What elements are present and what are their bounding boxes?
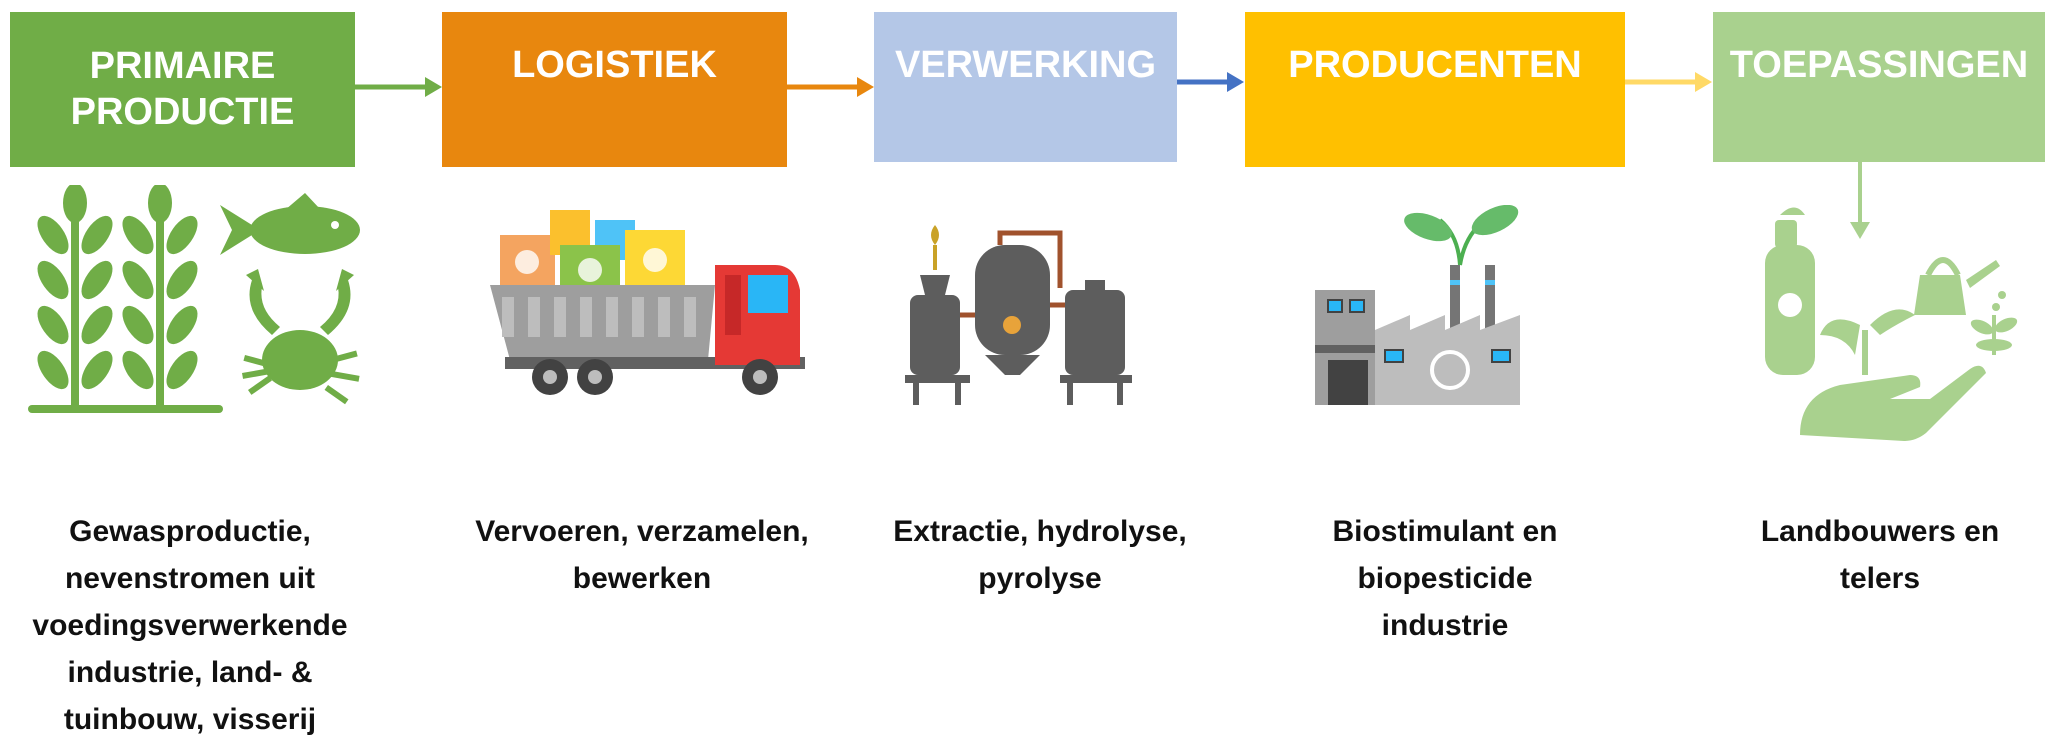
arrow-head: [1695, 72, 1712, 92]
processing-plant-icon: [905, 225, 1132, 405]
arrow-head: [1227, 72, 1244, 92]
recycle-bins-icon: [500, 210, 685, 295]
description-line: bewerken: [572, 562, 712, 595]
recycling-truck-icon: [490, 210, 805, 395]
arrow-producenten-to-toepassingen: [1625, 72, 1712, 92]
description-line: Extractie, hydrolyse,: [893, 515, 1187, 548]
arrow-down-toepassingen: [1850, 162, 1870, 239]
stage-title: VERWERKING: [895, 42, 1156, 90]
small-plant-icon: [1970, 315, 2018, 355]
watering-can-icon: [1914, 257, 2006, 315]
truck-dump-body: [490, 285, 715, 360]
description-line: Vervoeren, verzamelen,: [475, 515, 809, 548]
stage-description-verwerking: Extractie, hydrolyse, pyrolyse: [875, 508, 1205, 602]
stage-title-line: TOEPASSINGEN: [1729, 44, 2029, 86]
description-line: industrie, land- &: [67, 656, 313, 689]
description-line: Landbouwers en: [1760, 515, 2000, 548]
description-line: tuinbouw, visserij: [63, 703, 317, 736]
plant-stalk-icon: [931, 225, 939, 245]
arrow-head: [857, 77, 874, 97]
stage-title-line: PRIMAIRE: [89, 44, 276, 87]
description-line: telers: [1839, 562, 1921, 595]
arrow-primaire-to-logistiek: [355, 77, 442, 97]
arrow-head: [1850, 222, 1870, 239]
stage-description-logistiek: Vervoeren, verzamelen, bewerken: [452, 508, 832, 602]
stage-box-producenten: PRODUCENTEN: [1245, 12, 1625, 167]
stage-box-primaire-productie: PRIMAIRE PRODUCTIE: [10, 12, 355, 167]
stage-box-logistiek: LOGISTIEK: [442, 12, 787, 167]
factory-building: [1315, 265, 1520, 405]
truck-window: [748, 275, 788, 313]
stage-title-line: PRODUCTIE: [70, 90, 295, 133]
description-line: nevenstromen uit: [64, 562, 316, 595]
stage-title-line: VERWERKING: [894, 44, 1157, 86]
stage-title-line: LOGISTIEK: [512, 43, 717, 86]
stage-description-producenten: Biostimulant en biopesticide industrie: [1255, 508, 1635, 649]
arrow-head: [425, 77, 442, 97]
farming-application-icon: [1765, 207, 2018, 441]
description-line: pyrolyse: [978, 562, 1102, 595]
wheat-icon: [28, 185, 223, 413]
fish-icon: [220, 193, 360, 255]
stage-title: TOEPASSINGEN: [1730, 42, 2028, 90]
crop-fish-crab-icon: [28, 185, 360, 413]
sprout-icon: [1404, 205, 1519, 266]
description-line: Biostimulant en: [1332, 515, 1558, 548]
stage-description-primaire-productie: Gewasproductie, nevenstromen uit voeding…: [20, 508, 360, 743]
arrow-verwerking-to-producenten: [1177, 72, 1244, 92]
stage-box-toepassingen: TOEPASSINGEN: [1713, 12, 2045, 162]
description-line: Gewasproductie,: [69, 515, 311, 548]
recycle-icon: [1430, 350, 1470, 390]
description-line: biopesticide: [1357, 562, 1533, 595]
stage-description-toepassingen: Landbouwers en telers: [1720, 508, 2040, 602]
stage-title: PRIMAIRE PRODUCTIE: [71, 44, 295, 135]
spray-bottle-icon: [1765, 207, 1815, 375]
stage-title: PRODUCENTEN: [1288, 42, 1581, 90]
description-line: voedingsverwerkende: [32, 609, 348, 642]
hand-with-seedling-icon: [1800, 309, 1986, 441]
description-line: industrie: [1381, 609, 1509, 642]
stage-box-verwerking: VERWERKING: [874, 12, 1177, 162]
arrow-logistiek-to-verwerking: [787, 77, 874, 97]
stage-title-line: PRODUCENTEN: [1288, 44, 1582, 86]
green-factory-icon: [1315, 205, 1520, 405]
crab-icon: [242, 269, 360, 405]
